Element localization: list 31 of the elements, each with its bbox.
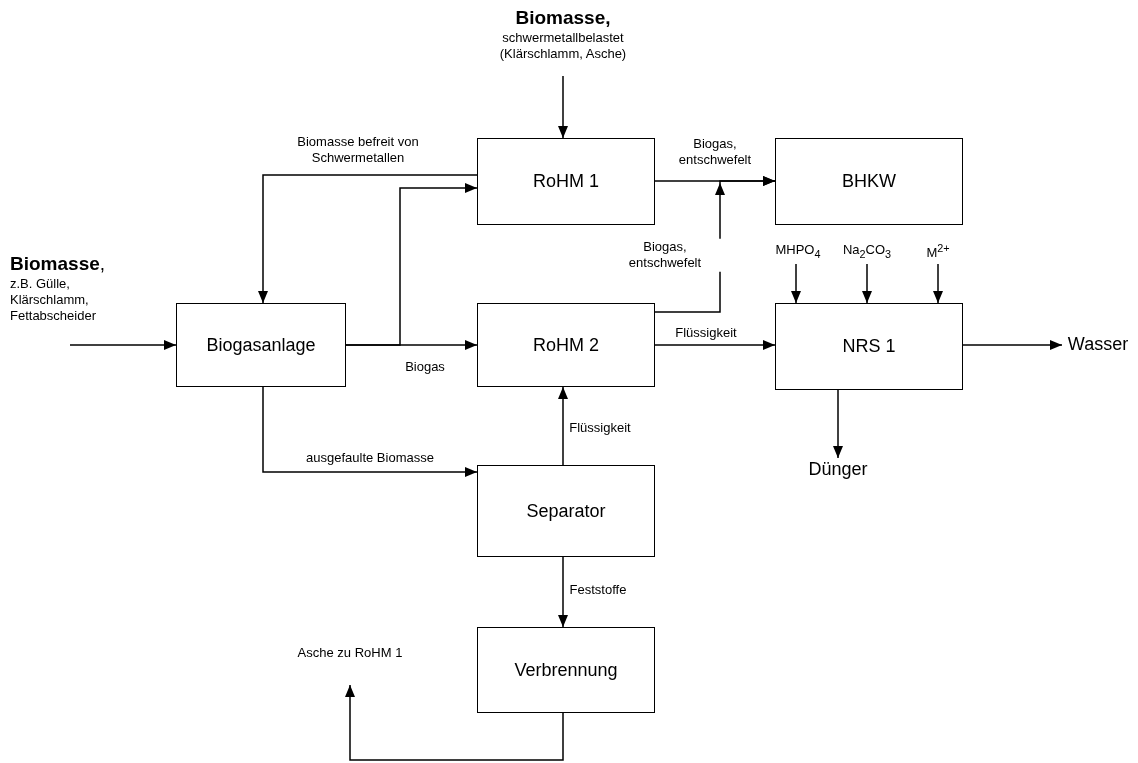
stream-description: z.B. Gülle, Klärschlamm, Fettabscheider: [10, 275, 97, 325]
flow-arrow: [262, 386, 478, 477]
process-box: BHKW: [775, 138, 963, 225]
flow-arrow: [933, 263, 943, 304]
flow-arrow: [862, 263, 872, 304]
stream-heading: Biomasse,: [515, 6, 611, 30]
flow-arrow: [558, 556, 568, 628]
stream-label: M$^{2+}$: [921, 242, 955, 262]
flow-arrow: [69, 340, 177, 350]
process-box: RoHM 1: [477, 138, 655, 225]
stream-label: Na$_{2}$CO$_{3}$: [836, 242, 898, 262]
flow-arrow: [654, 340, 776, 350]
flow-arrow: [558, 386, 568, 466]
stream-description: schwermetallbelastet (Klärschlamm, Asche): [498, 29, 628, 63]
flow-arrow: [833, 389, 843, 459]
stream-label: Wasser: [1062, 333, 1134, 356]
process-box: NRS 1: [775, 303, 963, 390]
process-box: Biogasanlage: [176, 303, 346, 387]
stream-label: Asche zu RoHM 1: [280, 645, 420, 662]
flow-arrow: [962, 340, 1063, 350]
process-box: RoHM 2: [477, 303, 655, 387]
flow-arrow: [258, 174, 478, 304]
flow-arrow: [791, 263, 801, 304]
process-box: Verbrennung: [477, 627, 655, 713]
flow-arrow: [345, 684, 564, 761]
flow-arrow: [558, 75, 568, 139]
flow-arrow: [345, 183, 478, 346]
stream-label: Dünger: [802, 458, 874, 481]
stream-label: MHPO$_{4}$: [768, 242, 828, 262]
stream-heading: Biomasse,: [10, 252, 106, 276]
process-box: Separator: [477, 465, 655, 557]
